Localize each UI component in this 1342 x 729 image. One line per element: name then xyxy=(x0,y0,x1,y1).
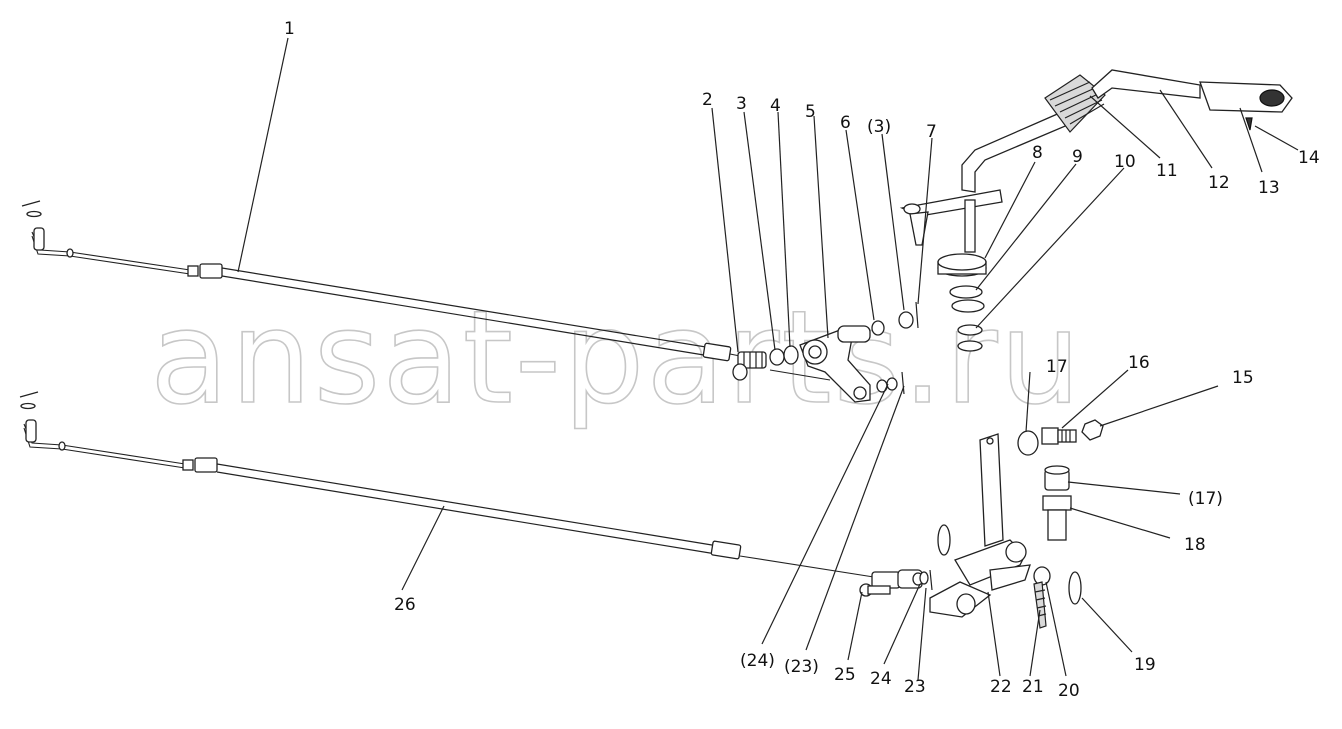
callout-9: 9 xyxy=(1072,147,1083,167)
callout-10: 10 xyxy=(1114,152,1136,172)
callout-labels: 1 2 3 4 5 6 (3) 7 8 9 10 11 12 13 14 15 … xyxy=(284,19,1320,701)
callout-3: 3 xyxy=(736,94,747,114)
bolt-18 xyxy=(1042,495,1072,541)
lower-cable-assembly xyxy=(19,391,933,597)
callout-22: 22 xyxy=(990,677,1012,697)
callout-24-ref: (24) xyxy=(740,651,775,671)
callout-3-ref: (3) xyxy=(867,117,891,137)
callout-17-ref: (17) xyxy=(1188,489,1223,509)
callout-4: 4 xyxy=(770,96,781,116)
callout-1: 1 xyxy=(284,19,295,39)
callout-20: 20 xyxy=(1058,681,1080,701)
watermark: ansat-parts.ru xyxy=(150,284,1083,433)
gear-lever-assembly xyxy=(899,69,1293,253)
callout-16: 16 xyxy=(1128,353,1150,373)
bushing-4 xyxy=(783,345,799,365)
callout-13: 13 xyxy=(1258,178,1280,198)
callout-2: 2 xyxy=(702,90,713,110)
callout-21: 21 xyxy=(1022,677,1044,697)
callout-8: 8 xyxy=(1032,143,1043,163)
stack-parts-8-10 xyxy=(937,253,987,352)
selector-shaft-22 xyxy=(929,433,1082,629)
callout-17: 17 xyxy=(1046,357,1068,377)
callout-26: 26 xyxy=(394,595,416,615)
callout-23-ref: (23) xyxy=(784,657,819,677)
callout-24: 24 xyxy=(870,669,892,689)
upper-cable-assembly xyxy=(21,200,767,381)
bolt-parts-15-17 xyxy=(1017,419,1104,491)
bellcrank-5 xyxy=(769,301,919,403)
callout-15: 15 xyxy=(1232,368,1254,388)
callout-11: 11 xyxy=(1156,161,1178,181)
callout-7: 7 xyxy=(926,122,937,142)
callout-18: 18 xyxy=(1184,535,1206,555)
leader-lines xyxy=(237,37,1299,681)
callout-5: 5 xyxy=(805,102,816,122)
washer-3 xyxy=(769,348,785,366)
callout-19: 19 xyxy=(1134,655,1156,675)
callout-23: 23 xyxy=(904,677,926,697)
callout-14: 14 xyxy=(1298,148,1320,168)
callout-25: 25 xyxy=(834,665,856,685)
callout-6: 6 xyxy=(840,113,851,133)
callout-12: 12 xyxy=(1208,173,1230,193)
